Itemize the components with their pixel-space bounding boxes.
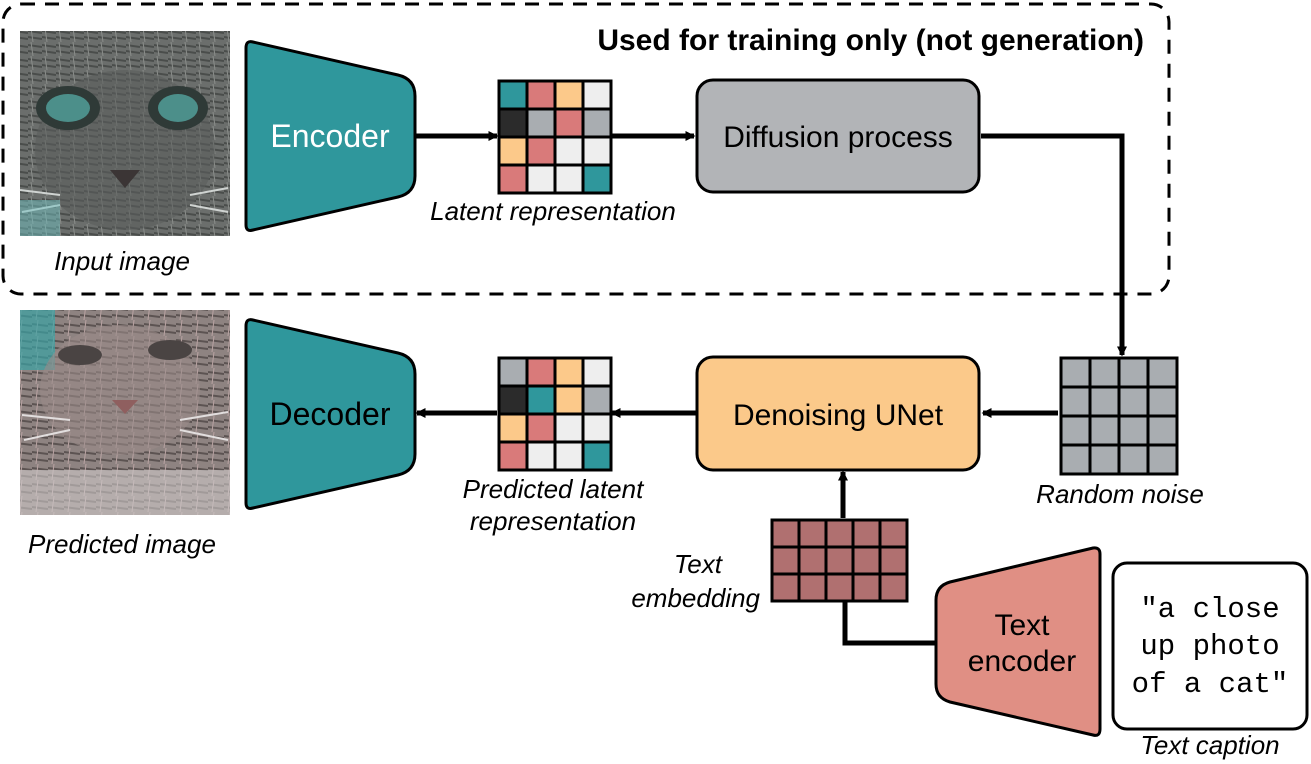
latent-caption: Latent representation (430, 196, 676, 226)
diffusion-process-label: Diffusion process (723, 121, 953, 154)
grid-cell (797, 545, 828, 576)
grid-cell (1117, 356, 1150, 389)
grid-cell (1088, 414, 1121, 447)
grid-cell (553, 79, 585, 111)
encoder-label: Encoder (270, 118, 390, 154)
grid-cell (581, 384, 613, 416)
grid-cell (770, 572, 801, 603)
random-noise-grid (1059, 356, 1179, 476)
grid-cell (878, 545, 909, 576)
grid-cell (581, 107, 613, 139)
grid-cell (553, 107, 585, 139)
grid-cell (1088, 443, 1121, 476)
text-embedding-caption-line1: Text (674, 549, 724, 579)
random-noise-caption: Random noise (1036, 479, 1204, 509)
grid-cell (824, 518, 855, 549)
grid-cell (1088, 385, 1121, 418)
grid-cell (797, 518, 828, 549)
grid-cell (581, 356, 613, 388)
grid-cell (1146, 414, 1179, 447)
grid-cell (553, 356, 585, 388)
grid-cell (851, 572, 882, 603)
decoder-label: Decoder (270, 396, 391, 432)
grid-cell (525, 163, 557, 195)
denoising-unet-block (695, 355, 981, 472)
predicted-latent-caption-line2: representation (470, 506, 636, 536)
grid-cell (851, 545, 882, 576)
grid-cell (581, 135, 613, 167)
input-image (19, 31, 230, 236)
grid-cell (797, 572, 828, 603)
text-caption-line2: up photo (1140, 630, 1279, 663)
input-image-caption: Input image (54, 246, 190, 276)
training-region-label: Used for training only (not generation) (597, 24, 1144, 57)
grid-cell (497, 440, 529, 472)
predicted-latent-grid (497, 356, 613, 472)
predicted-image-caption: Predicted image (28, 529, 216, 559)
text-encoder-label-line2: encoder (968, 645, 1076, 678)
grid-cell (497, 79, 529, 111)
grid-cell (824, 572, 855, 603)
text-caption-line3: of a cat" (1132, 668, 1289, 701)
arrow-diffusion-to-noise (981, 133, 1127, 357)
denoising-unet-label: Denoising UNet (733, 399, 944, 432)
grid-cell (1059, 356, 1092, 389)
text-caption-line1: "a close (1140, 593, 1279, 626)
training-region-border (1, 2, 1171, 296)
grid-cell (553, 412, 585, 444)
text-caption-caption: Text caption (1140, 730, 1279, 760)
grid-cell (770, 518, 801, 549)
grid-cell (553, 163, 585, 195)
text-caption-box (1111, 561, 1309, 731)
decoder-block (244, 318, 417, 510)
grid-cell (525, 384, 557, 416)
grid-cell (1146, 385, 1179, 418)
grid-cell (1088, 356, 1121, 389)
grid-cell (1117, 414, 1150, 447)
grid-cell (581, 412, 613, 444)
grid-cell (824, 545, 855, 576)
grid-cell (1146, 443, 1179, 476)
grid-cell (497, 412, 529, 444)
latent-grid (497, 79, 613, 195)
grid-cell (1059, 414, 1092, 447)
grid-cell (1117, 443, 1150, 476)
grid-cell (581, 440, 613, 472)
grid-cell (525, 356, 557, 388)
grid-cell (878, 518, 909, 549)
grid-cell (878, 572, 909, 603)
predicted-image (20, 310, 230, 515)
text-embedding-grid (770, 518, 909, 603)
text-encoder-block (934, 546, 1102, 737)
grid-cell (497, 135, 529, 167)
grid-cell (1117, 385, 1150, 418)
text-encoder-label-line1: Text (994, 609, 1050, 642)
grid-cell (553, 135, 585, 167)
grid-cell (525, 79, 557, 111)
grid-cell (770, 545, 801, 576)
grid-cell (497, 107, 529, 139)
connector-text-encoder-to-embedding (842, 598, 943, 646)
grid-cell (525, 412, 557, 444)
grid-cell (581, 163, 613, 195)
predicted-latent-caption-line1: Predicted latent (463, 474, 645, 504)
grid-cell (1146, 356, 1179, 389)
grid-cell (553, 440, 585, 472)
diffusion-process-block (695, 78, 981, 194)
grid-cell (525, 135, 557, 167)
encoder-block (244, 40, 417, 232)
grid-cell (1059, 385, 1092, 418)
grid-cell (525, 107, 557, 139)
grid-cell (1059, 443, 1092, 476)
grid-cell (497, 163, 529, 195)
text-embedding-caption-line2: embedding (631, 583, 760, 613)
grid-cell (581, 79, 613, 111)
grid-cell (525, 440, 557, 472)
grid-cell (497, 356, 529, 388)
grid-cell (553, 384, 585, 416)
grid-cell (497, 384, 529, 416)
grid-cell (851, 518, 882, 549)
